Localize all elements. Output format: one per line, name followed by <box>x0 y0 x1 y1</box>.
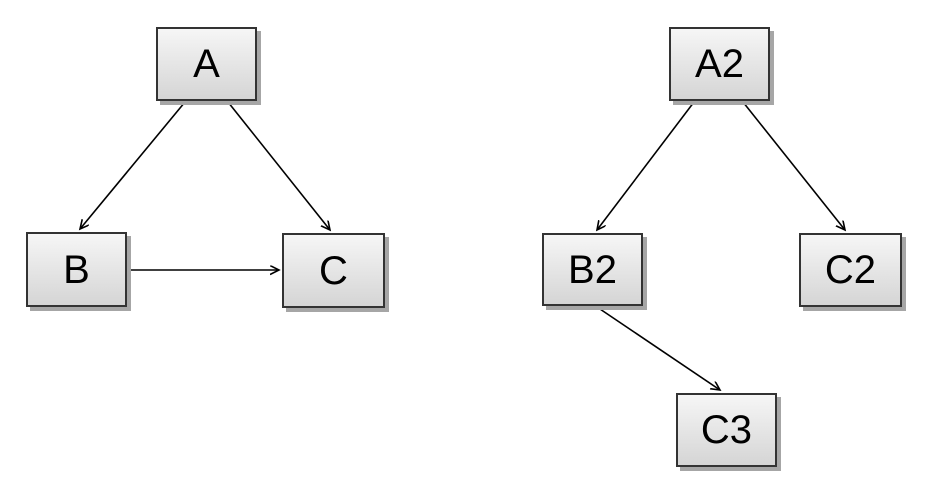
node-B: B <box>26 232 127 307</box>
node-label-A: A <box>193 42 220 86</box>
node-label-C: C <box>319 248 348 293</box>
edge-A2-B2 <box>597 101 695 230</box>
node-A: A <box>156 27 257 101</box>
node-label-C3: C3 <box>700 408 753 452</box>
node-C2: C2 <box>799 233 902 307</box>
node-label-B: B <box>63 247 90 292</box>
node-label-B2: B2 <box>568 247 617 292</box>
edge-B2-C3 <box>596 306 720 390</box>
node-A2: A2 <box>669 27 770 101</box>
node-label-A2: A2 <box>695 42 744 86</box>
node-C3: C3 <box>676 393 777 467</box>
node-B2: B2 <box>542 233 643 306</box>
edge-A2-C2 <box>742 101 845 230</box>
node-C: C <box>282 233 385 308</box>
edge-A-C <box>227 101 330 230</box>
node-label-C2: C2 <box>824 248 877 292</box>
edge-A-B <box>80 101 186 229</box>
